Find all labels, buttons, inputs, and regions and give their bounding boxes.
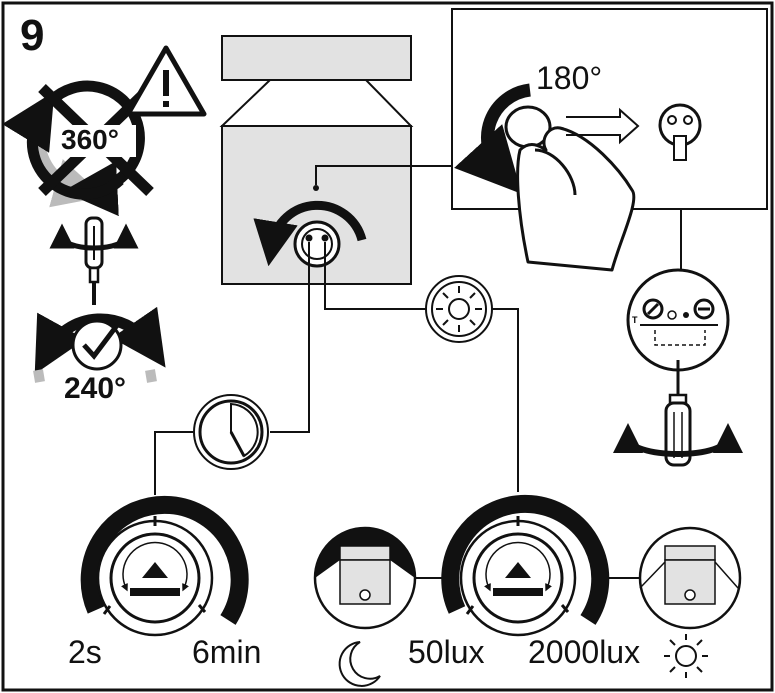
lux-min-label: 50lux xyxy=(408,634,485,670)
sun-icon xyxy=(683,312,689,318)
time-min-label: 2s xyxy=(68,634,102,670)
forbidden-rotation-label: 360° xyxy=(61,124,119,155)
rotation-180-label: 180° xyxy=(536,60,603,96)
screwdriver-right-icon xyxy=(613,360,743,467)
sun-small-icon xyxy=(664,634,708,678)
hand-icon xyxy=(516,126,636,272)
allowed-240-rotation xyxy=(33,306,166,383)
connector-lines xyxy=(154,160,682,579)
rotate-180-panel xyxy=(451,8,768,272)
night-sensor-icon xyxy=(313,526,417,630)
time-dial xyxy=(80,495,249,637)
lux-dial xyxy=(441,494,610,637)
sensor-housing xyxy=(219,35,414,285)
day-sensor-icon xyxy=(638,526,742,630)
allowed-rotation-label: 240° xyxy=(64,372,127,405)
clock-icon xyxy=(193,394,269,470)
sun-icon xyxy=(425,275,493,343)
control-panel: T xyxy=(626,268,730,372)
step-number: 9 xyxy=(20,11,45,60)
check-icon xyxy=(82,322,120,360)
lux-max-label: 2000lux xyxy=(528,634,641,670)
t-label: T xyxy=(632,315,638,325)
time-icon xyxy=(667,310,677,320)
moon-icon xyxy=(338,641,381,687)
time-max-label: 6min xyxy=(192,634,262,670)
warning-icon xyxy=(125,45,207,117)
screwdriver-icon xyxy=(49,216,139,305)
